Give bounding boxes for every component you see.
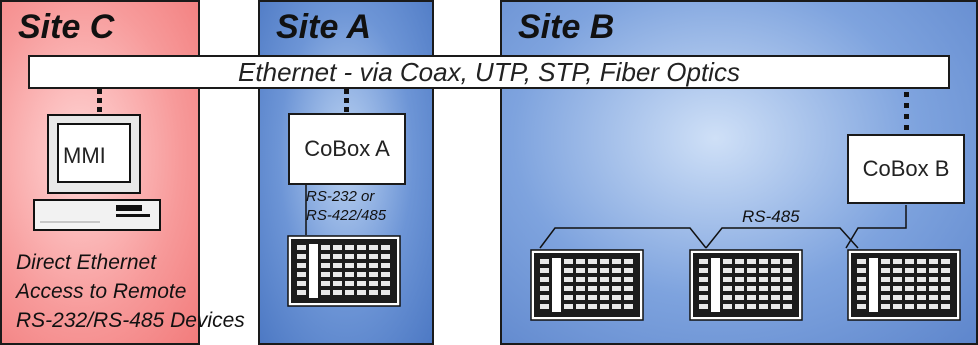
site-b-dotted-link xyxy=(904,92,909,130)
rs485-bus-left xyxy=(539,227,707,249)
ethernet-backbone: Ethernet - via Coax, UTP, STP, Fiber Opt… xyxy=(28,55,950,89)
site-a-title: Site A xyxy=(276,8,372,46)
cobox-a-label: CoBox A xyxy=(304,136,390,161)
site-c-note-line: Direct Ethernet xyxy=(16,251,157,274)
site-a-link-label-line2: RS-422/485 xyxy=(306,207,387,224)
site-a-device-rack xyxy=(287,235,401,307)
site-c-dotted-link xyxy=(97,89,102,112)
mmi-label: MMI xyxy=(63,143,106,168)
site-c-note-line: Access to Remote xyxy=(16,280,187,303)
site-a-dotted-link xyxy=(344,89,349,112)
site-b-device-rack-1 xyxy=(530,249,644,321)
site-b-device-rack-3 xyxy=(847,249,961,321)
mmi-computer-icon xyxy=(33,114,161,231)
site-b-title: Site B xyxy=(518,8,615,46)
rs485-bus-label: RS-485 xyxy=(742,207,800,226)
rs485-bus-right xyxy=(705,227,859,249)
site-c-note-line: RS-232/RS-485 Devices xyxy=(16,309,245,332)
site-c-note: Direct Ethernet Access to Remote RS-232/… xyxy=(16,248,245,335)
cobox-b-label: CoBox B xyxy=(862,156,950,181)
site-c-title: Site C xyxy=(18,8,115,46)
device-racks xyxy=(287,235,961,321)
cobox-a: CoBox A xyxy=(288,113,406,185)
cobox-b: CoBox B xyxy=(847,134,965,204)
ethernet-label: Ethernet - via Coax, UTP, STP, Fiber Opt… xyxy=(238,57,740,87)
site-b-device-rack-2 xyxy=(689,249,803,321)
cobox-b-drop-line xyxy=(845,205,907,249)
site-a-link-label-line1: RS-232 or xyxy=(306,188,375,205)
